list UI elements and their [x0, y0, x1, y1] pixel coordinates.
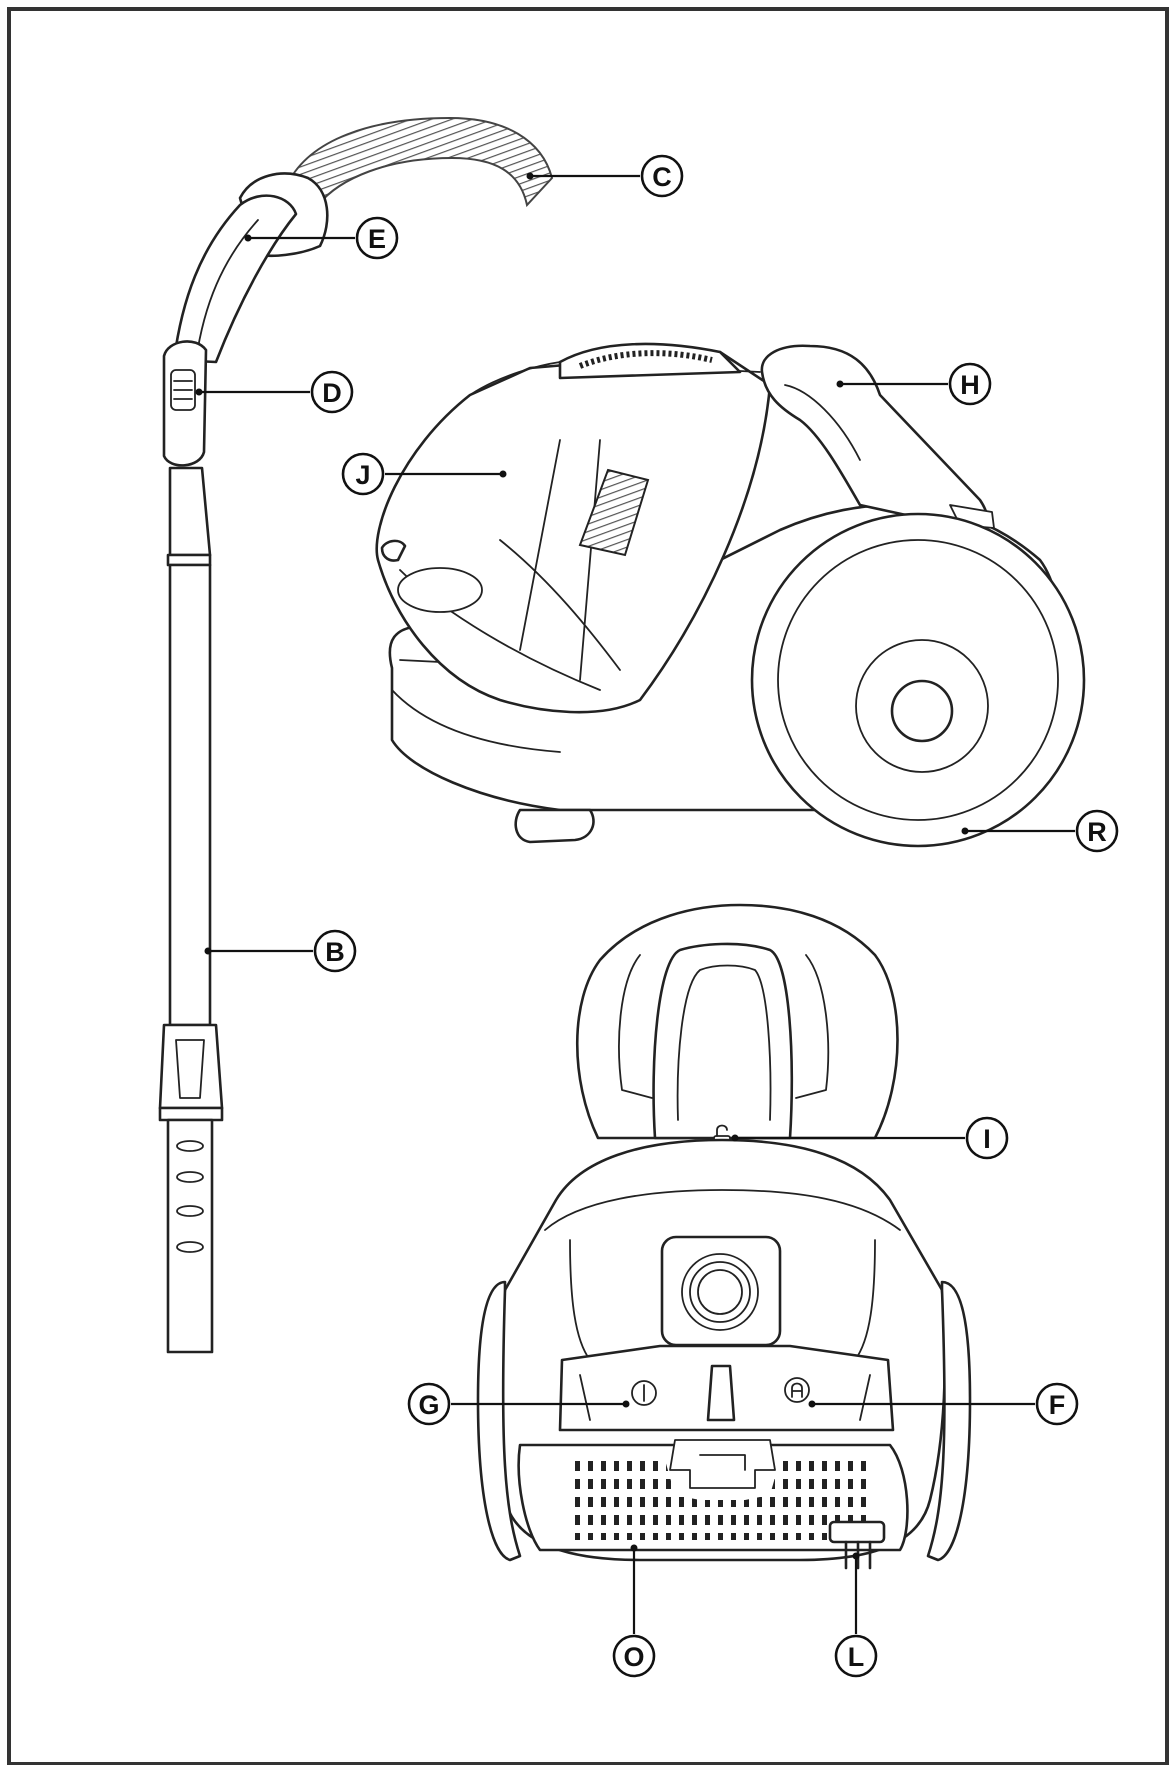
label-F: F [1049, 1390, 1066, 1420]
cord-rewind-button-icon [784, 1377, 810, 1403]
callout-E: E [244, 216, 399, 260]
callout-F: F [808, 1382, 1079, 1426]
callout-C: C [526, 154, 684, 198]
callout-J: J [341, 452, 507, 496]
label-B: B [325, 937, 345, 967]
callout-L: L [834, 1552, 878, 1678]
power-plug [828, 1520, 886, 1570]
callout-H: H [836, 362, 992, 406]
power-button-icon [631, 1380, 657, 1406]
page-frame [7, 7, 1169, 1765]
callout-I: I [731, 1116, 1009, 1160]
vacuum-side-view [375, 342, 1086, 848]
flexible-hose [286, 116, 554, 208]
callout-R: R [961, 809, 1119, 853]
callout-O: O [612, 1544, 656, 1678]
label-J: J [355, 460, 370, 490]
callout-B: B [204, 929, 357, 973]
label-O: O [623, 1642, 644, 1672]
dust-container [375, 350, 772, 714]
right-side-wheel [926, 1280, 972, 1562]
callout-G: G [407, 1382, 630, 1426]
telescopic-tube [168, 563, 212, 1027]
label-D: D [322, 378, 342, 408]
callout-D: D [195, 370, 354, 414]
vacuum-rear-view [476, 903, 972, 1570]
label-G: G [418, 1390, 439, 1420]
front-caster [514, 808, 595, 844]
left-side-wheel [476, 1280, 522, 1562]
label-C: C [652, 162, 672, 192]
label-I: I [983, 1124, 991, 1154]
label-H: H [960, 370, 980, 400]
exhaust-grille [572, 1460, 868, 1540]
hose-inlet [660, 1235, 782, 1347]
label-E: E [368, 224, 386, 254]
label-L: L [848, 1642, 865, 1672]
label-R: R [1087, 817, 1107, 847]
cyclone-filter [578, 468, 650, 557]
lower-tube [166, 1118, 214, 1354]
curved-handle [172, 194, 298, 364]
